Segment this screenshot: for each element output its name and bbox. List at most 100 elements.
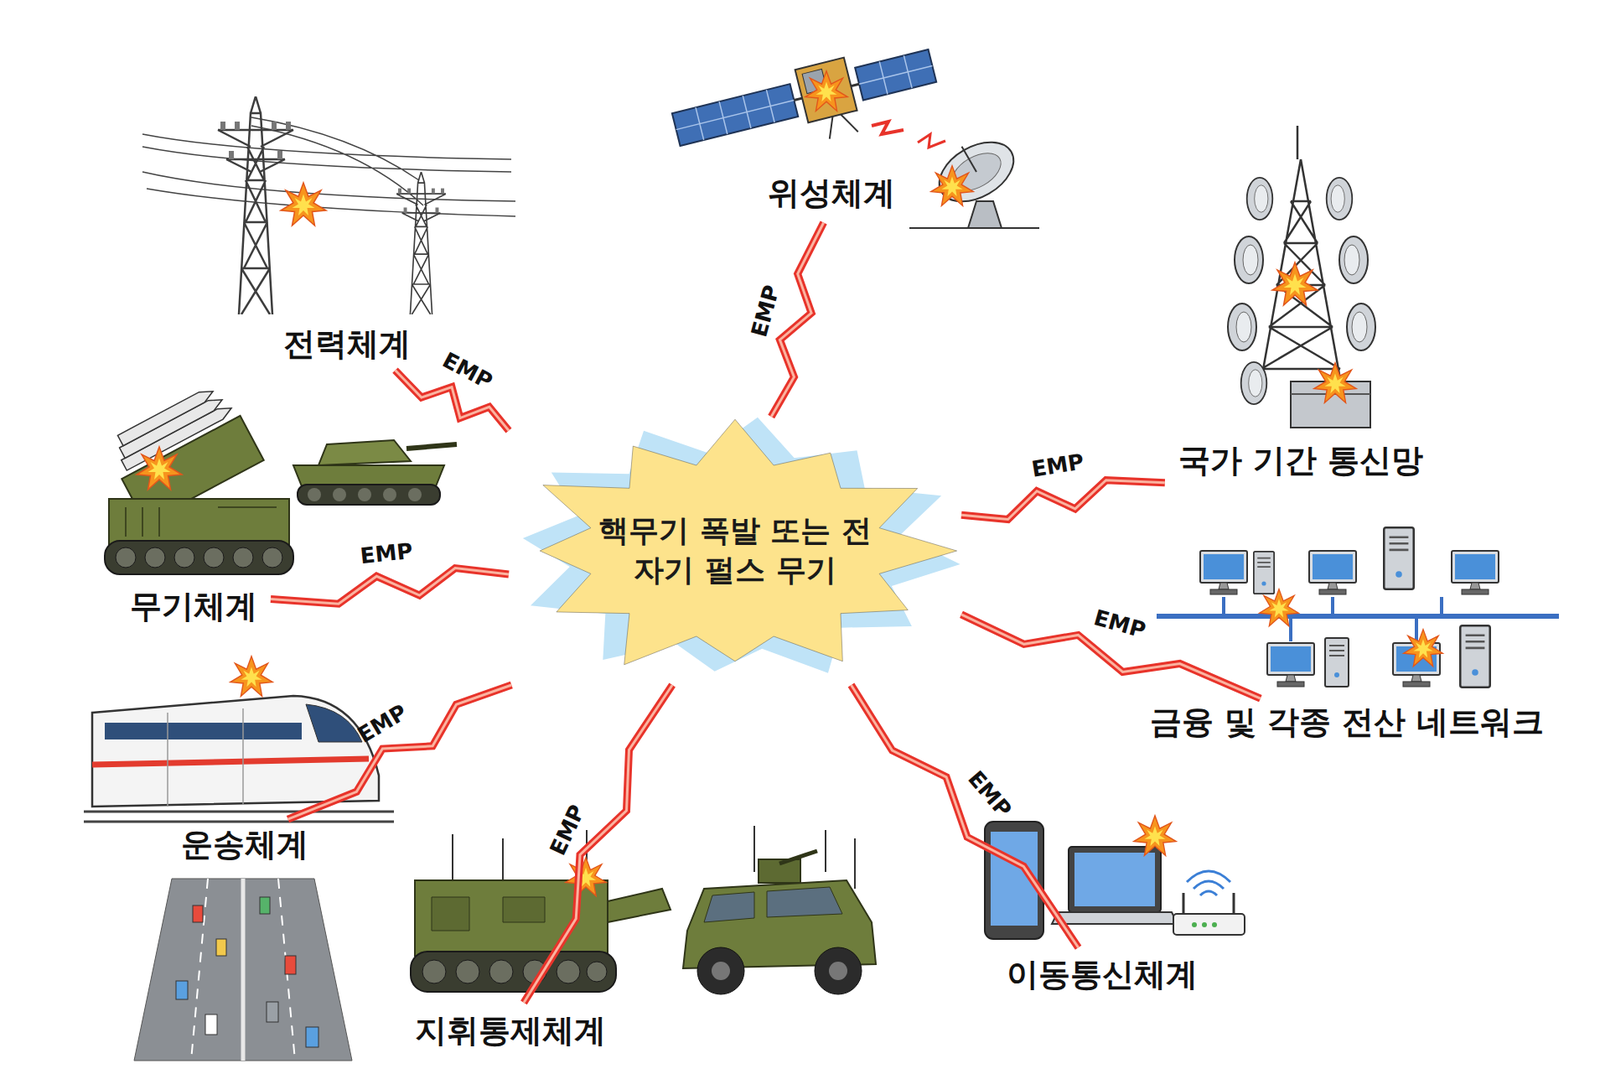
satellite-illustration [668, 36, 943, 175]
satellite-illustration [854, 49, 937, 101]
tank [406, 444, 457, 449]
computer-network-illustration [1309, 550, 1357, 595]
satellite-illustration [795, 57, 858, 124]
mobile-devices-illustration [1211, 921, 1217, 927]
armored-car-illustration [814, 947, 862, 995]
train-illustration [83, 811, 394, 822]
missile-launcher [117, 386, 216, 446]
system-name: 전력체계 [276, 321, 418, 368]
edge-label: EMP [1092, 605, 1149, 642]
command-vehicle-illustration [410, 951, 617, 992]
weapon-systems-illustration [103, 380, 457, 575]
mobile-devices-illustration [1173, 913, 1245, 935]
emp-bolt [850, 684, 1078, 948]
edge-label: EMP [964, 766, 1016, 821]
power-grid-illustration [280, 182, 327, 226]
train-illustration [104, 722, 302, 740]
telecom-tower-illustration [1227, 125, 1376, 428]
satellite-illustration [672, 83, 798, 146]
highway-illustration [284, 955, 296, 974]
tank [383, 487, 397, 502]
telecom-tower-illustration [1234, 236, 1264, 284]
tank [307, 487, 322, 502]
power-grid-illustration [142, 117, 516, 217]
missile-launcher [136, 446, 182, 490]
satellite-illustration [931, 165, 974, 207]
emp-bolt-core [523, 684, 673, 1003]
mobile-devices-illustration [1201, 921, 1207, 927]
missile-launcher [115, 547, 136, 568]
burst-shape [539, 419, 957, 665]
system-label: 무기체계 [123, 584, 265, 630]
system-label: 지휘통제체계 [408, 1008, 613, 1054]
emp-bolt-core [771, 222, 824, 417]
highway-illustration [134, 878, 353, 1061]
telecom-tower-illustration [1241, 362, 1268, 404]
missile-launcher [108, 498, 290, 545]
emp-source-burst: 핵무기 폭발 또는 전자기 펄스 무기 [508, 416, 962, 685]
train-illustration [305, 704, 363, 742]
tank [293, 465, 445, 487]
tank [318, 440, 411, 466]
highway-illustration [205, 1014, 218, 1035]
command-vehicle-illustration [431, 896, 545, 931]
telecom-tower-illustration [1227, 303, 1257, 351]
computer-network-illustration [1259, 589, 1300, 627]
system-label: 국가 기간 통신망 [1171, 438, 1430, 484]
satellite-illustration [917, 134, 946, 148]
tank [293, 440, 457, 505]
highway-illustration [176, 980, 188, 1000]
highway-illustration [191, 878, 296, 1061]
command-vehicle-illustration [556, 959, 580, 984]
system-name: 위성체계 [761, 170, 902, 217]
mobile-devices-illustration [1191, 921, 1197, 927]
mobile-devices-illustration [1191, 921, 1217, 927]
satellite-illustration [962, 146, 978, 172]
emp-bolt-core [961, 480, 1166, 520]
power-grid-illustration [217, 96, 294, 315]
edge-label: EMP [358, 539, 414, 567]
system-label: 전력체계 [276, 321, 418, 368]
highway-illustration [266, 1001, 279, 1022]
missile-launcher [103, 380, 294, 575]
command-vehicle-illustration [607, 888, 671, 922]
tank [408, 487, 422, 502]
telecom-tower-illustration [1326, 177, 1353, 220]
burst-glow [522, 417, 961, 674]
armored-car-illustration [711, 961, 731, 980]
emp-bolt [270, 568, 509, 605]
system-name: 지휘통제체계 [408, 1008, 613, 1054]
highway-illustration [192, 905, 203, 922]
highway-illustration [176, 896, 319, 1047]
mobile-devices-illustration [1186, 870, 1231, 896]
telecom-tower-illustration [1272, 262, 1318, 306]
train-illustration [230, 656, 273, 697]
tank [297, 484, 441, 505]
satellite-illustration [854, 49, 937, 101]
system-label: 이동통신체계 [999, 952, 1205, 998]
train-illustration [92, 695, 379, 807]
command-vehicle-illustration [489, 959, 513, 984]
telecom-tower-illustration [1247, 177, 1274, 220]
edge-label: EMP [354, 699, 411, 746]
missile-launcher [262, 547, 283, 568]
telecom-tower-illustration [1346, 303, 1376, 351]
power-grid-illustration [142, 96, 516, 315]
emp-bolt [771, 222, 824, 417]
computer-network-illustration [1451, 550, 1499, 595]
system-label: 위성체계 [761, 170, 902, 217]
emp-bolt [288, 684, 513, 819]
armored-car-illustration [754, 825, 855, 889]
satellite-illustration [968, 201, 1002, 228]
armored-car-illustration [697, 947, 862, 995]
command-vehicle-illustration [410, 829, 671, 992]
armored-car-illustration [683, 825, 876, 995]
starburst-shape [508, 416, 962, 685]
mobile-devices-illustration [1068, 846, 1161, 912]
system-name: 금융 및 각종 전산 네트워크 [1143, 699, 1552, 746]
computer-network-illustration [1383, 527, 1414, 589]
tank [357, 487, 372, 502]
computer-network-illustration [1460, 625, 1490, 687]
highway-illustration [305, 1026, 319, 1047]
